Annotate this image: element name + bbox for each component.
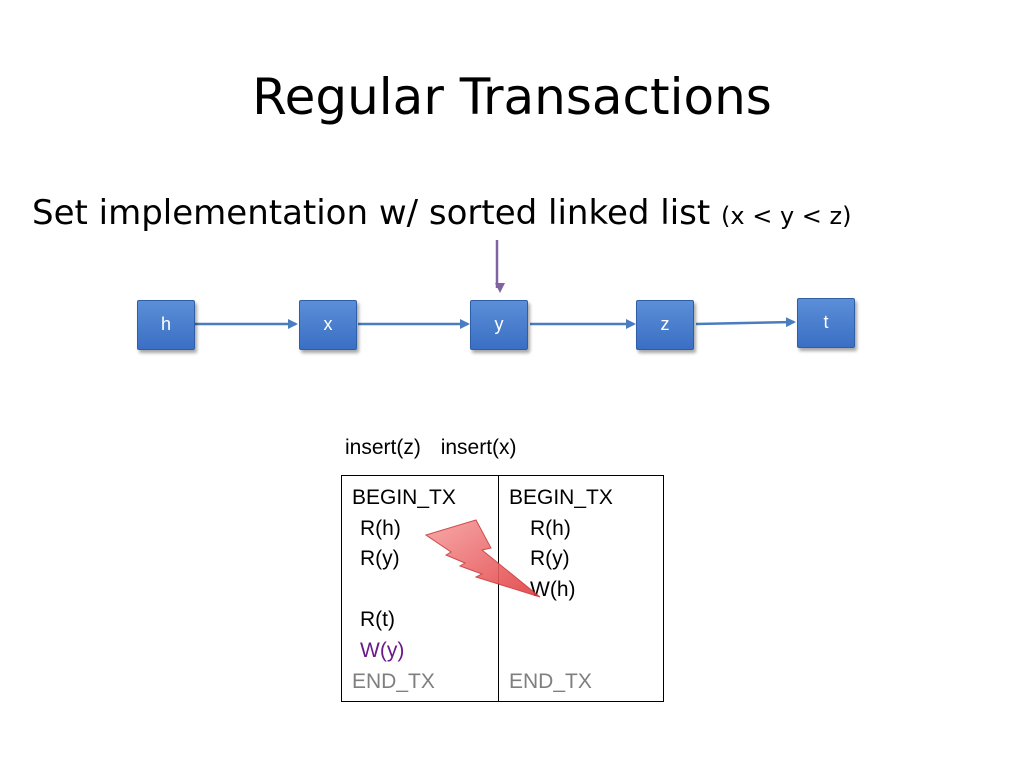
list-node-x: x <box>299 300 357 350</box>
tx-right-line: END_TX <box>509 670 592 693</box>
subtitle-note: (x < y < z) <box>721 202 852 230</box>
tx-right-line: W(h) <box>530 578 576 601</box>
slide-title: Regular Transactions <box>252 68 772 126</box>
transaction-table: BEGIN_TX R(h) R(y) R(t) W(y) END_TX BEGI… <box>341 475 664 702</box>
tx-left-line: R(y) <box>360 547 400 570</box>
tx-left-line: END_TX <box>352 670 435 693</box>
list-node-h: h <box>137 300 195 350</box>
list-node-z: z <box>636 300 694 350</box>
transaction-column-insert-z: BEGIN_TX R(h) R(y) R(t) W(y) END_TX <box>342 476 499 701</box>
edge-z-t <box>695 317 796 328</box>
tx-left-line: R(t) <box>360 608 395 631</box>
tx-left-line: W(y) <box>360 639 405 662</box>
tx-left-line: BEGIN_TX <box>352 486 456 509</box>
subtitle-main: Set implementation w/ sorted linked list <box>32 193 711 233</box>
transaction-column-insert-x: BEGIN_TX R(h) R(y) W(h) END_TX <box>499 476 663 701</box>
header-insert-x: insert(x) <box>440 436 517 459</box>
tx-right-line: R(h) <box>530 517 571 540</box>
transaction-headers: insert(z) insert(x) <box>345 436 531 460</box>
slide-subtitle: Set implementation w/ sorted linked list… <box>32 190 852 239</box>
tx-right-line: R(y) <box>530 547 570 570</box>
list-node-y: y <box>470 300 528 350</box>
list-node-t: t <box>797 298 855 348</box>
tx-left-line: R(h) <box>360 517 401 540</box>
header-insert-z: insert(z) <box>345 436 421 459</box>
tx-right-line: BEGIN_TX <box>509 486 613 509</box>
